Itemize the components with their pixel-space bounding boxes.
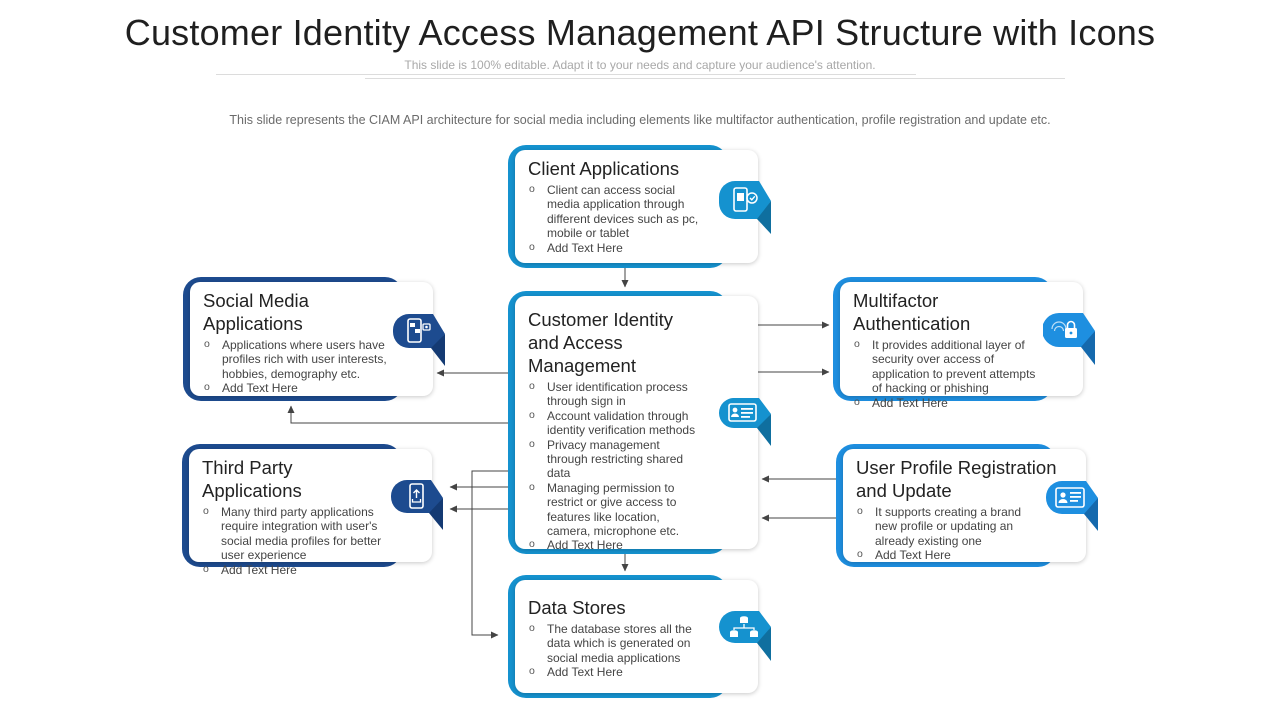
- node-panel: User Profile Registration and Update It …: [843, 449, 1086, 562]
- arrow-ciam-to-social-media-elbow: [287, 405, 510, 424]
- bullet-item: Applications where users have profiles r…: [203, 337, 391, 381]
- bullet-item: Managing permission to restrict or give …: [528, 480, 698, 539]
- node-ciam: Customer Identity and Access Management …: [508, 291, 771, 554]
- profile-card-icon: [1046, 481, 1100, 537]
- title-divider: [216, 74, 916, 75]
- node-heading: Customer Identity and Access Management: [528, 309, 673, 376]
- node-heading: Social Media Applications: [203, 290, 309, 334]
- bullet-item: Add Text Here: [856, 547, 1028, 562]
- bullet-item: Privacy management through restricting s…: [528, 437, 698, 481]
- node-panel: Data Stores The database stores all the …: [515, 580, 758, 693]
- node-user-profile-registration: User Profile Registration and Update It …: [836, 444, 1098, 567]
- database-network-icon: [719, 611, 773, 667]
- bullet-item: It supports creating a brand new profile…: [856, 504, 1028, 548]
- node-bullets: User identification process through sign…: [528, 379, 698, 553]
- node-heading: Third Party Applications: [202, 457, 302, 501]
- phone-share-icon: [391, 480, 445, 536]
- bullet-item: Add Text Here: [202, 562, 382, 577]
- title-divider-secondary: [365, 78, 1065, 79]
- bullet-item: Client can access social media applicati…: [528, 182, 700, 241]
- node-heading: Data Stores: [528, 597, 626, 618]
- node-heading: Multifactor Authentication: [853, 290, 971, 334]
- node-multifactor-authentication: Multifactor Authentication It provides a…: [833, 277, 1095, 410]
- node-heading: Client Applications: [528, 158, 680, 179]
- node-bullets: Applications where users have profiles r…: [203, 337, 391, 396]
- bullet-item: Many third party applications require in…: [202, 504, 382, 563]
- node-client-applications: Client Applications Client can access so…: [508, 145, 771, 268]
- social-apps-icon: [393, 314, 447, 370]
- fingerprint-lock-icon: [1043, 313, 1097, 369]
- node-heading: User Profile Registration and Update: [856, 457, 1057, 501]
- node-third-party-applications: Third Party Applications Many third part…: [182, 444, 443, 577]
- node-social-media-applications: Social Media Applications Applications w…: [183, 277, 445, 401]
- bullet-item: Add Text Here: [528, 240, 700, 255]
- bullet-item: Add Text Here: [528, 664, 698, 679]
- node-panel: Client Applications Client can access so…: [515, 150, 758, 263]
- node-panel: Social Media Applications Applications w…: [190, 282, 433, 396]
- node-bullets: Client can access social media applicati…: [528, 182, 700, 255]
- bullet-item: The database stores all the data which i…: [528, 621, 698, 665]
- node-bullets: The database stores all the data which i…: [528, 621, 698, 680]
- node-bullets: It supports creating a brand new profile…: [856, 504, 1072, 563]
- bullet-item: User identification process through sign…: [528, 379, 698, 409]
- node-data-stores: Data Stores The database stores all the …: [508, 575, 771, 698]
- node-panel: Third Party Applications Many third part…: [189, 449, 432, 577]
- node-panel: Customer Identity and Access Management …: [515, 296, 758, 552]
- slide-description: This slide represents the CIAM API archi…: [229, 113, 1051, 127]
- node-bullets: Many third party applications require in…: [202, 504, 382, 577]
- node-panel: Multifactor Authentication It provides a…: [840, 282, 1083, 410]
- mobile-device-icon: [719, 181, 773, 237]
- arrow-ciam-to-data-stores-elbow: [471, 470, 510, 639]
- bullet-item: Add Text Here: [203, 380, 391, 395]
- slide-subtitle: This slide is 100% editable. Adapt it to…: [404, 58, 876, 72]
- node-bullets: It provides additional layer of security…: [853, 337, 1041, 410]
- slide-title: Customer Identity Access Management API …: [124, 12, 1156, 53]
- id-card-icon: [719, 398, 773, 454]
- bullet-item: Account validation through identity veri…: [528, 408, 698, 438]
- bullet-item: Add Text Here: [853, 395, 1041, 410]
- bullet-item: It provides additional layer of security…: [853, 337, 1041, 396]
- bullet-item: Add Text Here: [528, 537, 698, 552]
